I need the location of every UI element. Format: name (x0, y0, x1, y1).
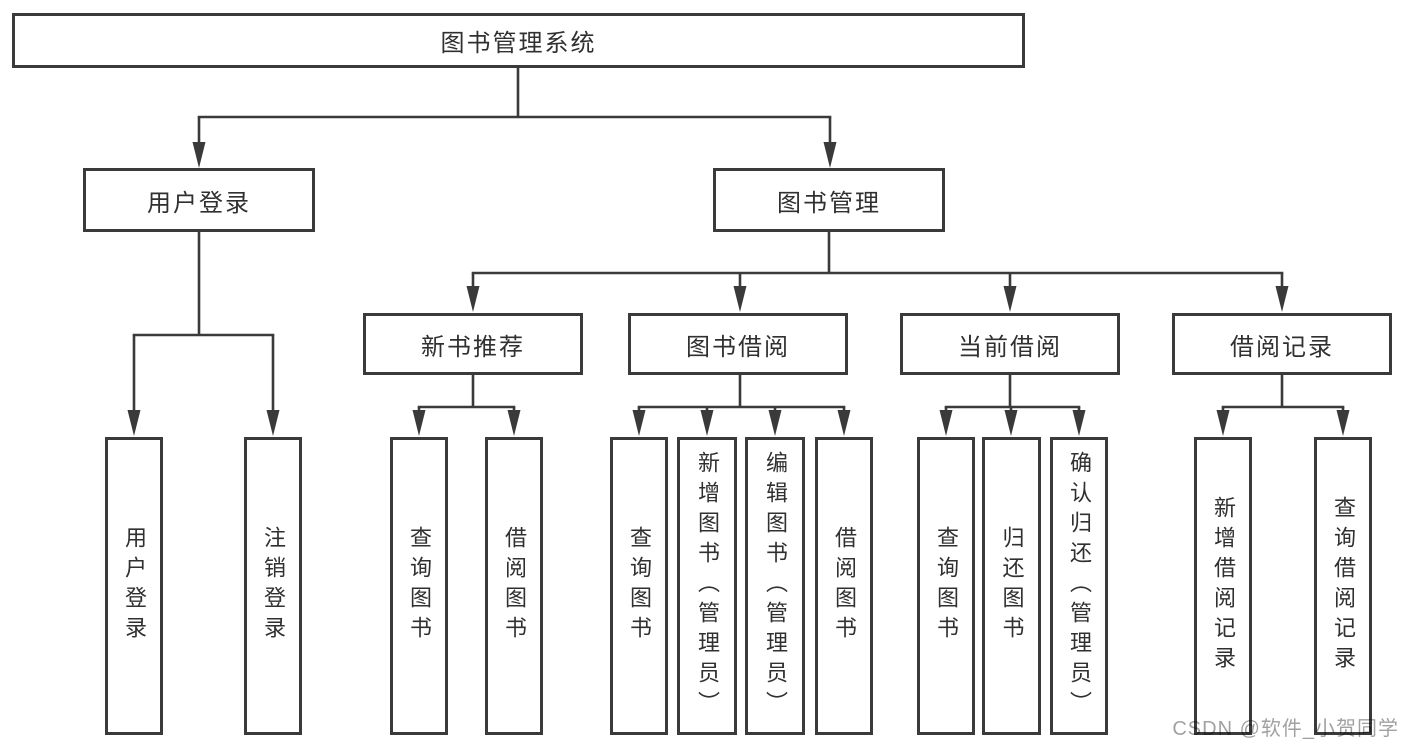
leaf-query-book-current-label: 查询图书 (934, 526, 959, 646)
node-new-book-recommend: 新书推荐 (363, 313, 583, 375)
node-user-login-label: 用户登录 (147, 189, 251, 217)
leaf-borrow-book-borrowing: 借阅图书 (815, 437, 873, 735)
node-current-borrowing-label: 当前借阅 (958, 333, 1062, 361)
leaf-confirm-return-admin-label: 确认归还（管理员） (1067, 451, 1092, 721)
leaf-logout: 注销登录 (244, 437, 302, 735)
leaf-query-book-recommend: 查询图书 (390, 437, 448, 735)
leaf-query-book-borrowing-label: 查询图书 (627, 526, 652, 646)
node-borrow-records-label: 借阅记录 (1230, 333, 1334, 361)
leaf-borrow-book-borrowing-label: 借阅图书 (832, 526, 857, 646)
node-user-login: 用户登录 (83, 168, 315, 232)
leaf-query-borrow-record-label: 查询借阅记录 (1331, 496, 1356, 676)
leaf-add-book-admin: 新增图书（管理员） (677, 437, 737, 735)
node-new-book-recommend-label: 新书推荐 (421, 333, 525, 361)
leaf-user-login: 用户登录 (105, 437, 163, 735)
leaf-return-book: 归还图书 (982, 437, 1041, 735)
leaf-edit-book-admin-label: 编辑图书（管理员） (763, 451, 788, 721)
node-current-borrowing: 当前借阅 (900, 313, 1120, 375)
leaf-query-book-current: 查询图书 (917, 437, 975, 735)
node-book-management-label: 图书管理 (777, 189, 881, 217)
leaf-query-book-borrowing: 查询图书 (610, 437, 668, 735)
node-root-label: 图书管理系统 (440, 30, 597, 57)
leaf-borrow-book-recommend: 借阅图书 (485, 437, 543, 735)
node-book-management: 图书管理 (713, 168, 945, 232)
node-borrow-records: 借阅记录 (1172, 313, 1392, 375)
leaf-add-borrow-record-label: 新增借阅记录 (1211, 496, 1236, 676)
leaf-edit-book-admin: 编辑图书（管理员） (745, 437, 805, 735)
node-root: 图书管理系统 (12, 13, 1025, 68)
leaf-confirm-return-admin: 确认归还（管理员） (1050, 437, 1108, 735)
leaf-user-login-label: 用户登录 (122, 526, 147, 646)
leaf-query-borrow-record: 查询借阅记录 (1314, 437, 1372, 735)
csdn-watermark: CSDN @软件_小贺同学 (1172, 718, 1399, 740)
leaf-return-book-label: 归还图书 (999, 526, 1025, 646)
leaf-query-book-recommend-label: 查询图书 (407, 526, 432, 646)
leaf-add-borrow-record: 新增借阅记录 (1194, 437, 1252, 735)
node-book-borrowing: 图书借阅 (628, 313, 848, 375)
node-book-borrowing-label: 图书借阅 (686, 333, 790, 361)
leaf-add-book-admin-label: 新增图书（管理员） (695, 451, 720, 721)
leaf-logout-label: 注销登录 (261, 526, 286, 646)
leaf-borrow-book-recommend-label: 借阅图书 (502, 526, 527, 646)
